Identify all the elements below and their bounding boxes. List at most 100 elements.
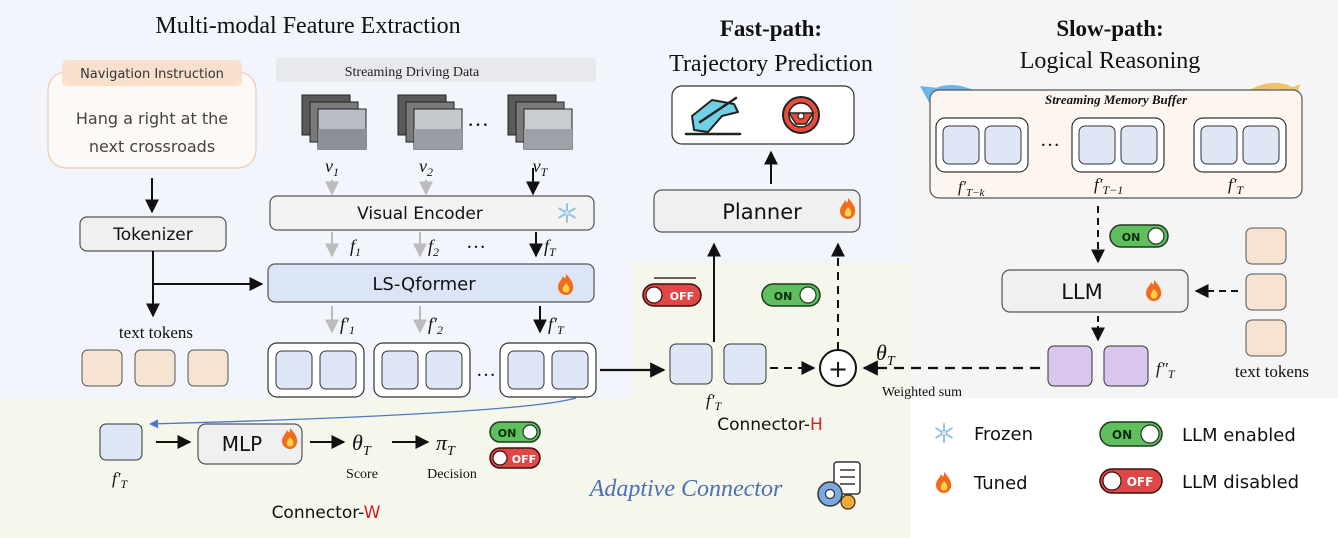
mlp-label: MLP (222, 432, 262, 456)
weighted-sum-node (819, 349, 857, 387)
legend-off-label: OFF (1127, 475, 1154, 489)
frame-label-T: vT (533, 156, 549, 179)
feature-ellipsis-2: … (476, 359, 496, 381)
connector-w-input-label: f′T (112, 469, 128, 491)
frame-stack-T (507, 94, 573, 150)
navigation-text-line2: next crossroads (89, 137, 215, 156)
connector-h-token-2 (723, 343, 767, 385)
steering-wheel-icon (782, 96, 820, 134)
navigation-label: Navigation Instruction (80, 67, 224, 82)
theta-score-symbol: θT (352, 430, 372, 459)
frame-label-2: v2 (419, 156, 433, 179)
memory-ellipsis: … (1040, 129, 1060, 151)
connector-w-off-label: OFF (512, 453, 536, 466)
gear-checklist-icon (817, 461, 861, 510)
streaming-label: Streaming Driving Data (345, 65, 480, 80)
connector-h-off-label: OFF (670, 290, 694, 303)
feature-extraction-title: Multi-modal Feature Extraction (155, 13, 460, 39)
pi-decision-symbol: πT (436, 430, 456, 459)
decision-label: Decision (427, 467, 477, 482)
streaming-label-badge (276, 58, 596, 82)
feature-label-fp2: f′2 (428, 314, 443, 337)
frame-label-1: v1 (325, 156, 339, 179)
llm-label: LLM (1061, 280, 1103, 304)
text-tokens-label-right: text tokens (1235, 362, 1309, 381)
connector-w-off-toggle: OFF (489, 447, 541, 469)
text-token-right-1 (1245, 227, 1287, 265)
feature-label-fpT: f′T (548, 314, 565, 337)
legend-llm-disabled-label: LLM disabled (1182, 472, 1299, 493)
frame-stack-2 (397, 94, 463, 150)
memory-loop-arrowhead-left (920, 86, 938, 104)
feature-label-f2: f2 (428, 236, 439, 259)
llm-output-label: f″T (1156, 359, 1176, 381)
text-token-right-3 (1245, 319, 1287, 357)
slow-path-subtitle: Logical Reasoning (1020, 48, 1201, 74)
legend-on-toggle: ON (1099, 421, 1163, 447)
score-label: Score (346, 467, 378, 482)
connector-w-title: Connector-W (272, 503, 381, 523)
connector-h-token-label: f′T (706, 391, 722, 413)
connector-h-title: Connector-H (717, 415, 823, 435)
feature-label-fT: fT (544, 236, 557, 259)
frame-ellipsis: … (467, 106, 489, 131)
frame-stack-1 (301, 94, 367, 150)
feature-group-T (499, 342, 597, 398)
planner-box (653, 189, 861, 233)
feature-ellipsis-1: … (466, 231, 486, 253)
feature-label-fp1: f′1 (340, 314, 355, 337)
feature-label-f1: f1 (350, 236, 361, 259)
text-tokens-label-left: text tokens (119, 323, 193, 342)
connector-w-on-label: ON (498, 427, 517, 440)
llm-output-token-2 (1103, 345, 1149, 387)
tokenizer-label: Tokenizer (112, 225, 192, 245)
planner-label: Planner (722, 200, 802, 224)
visual-encoder-label: Visual Encoder (357, 204, 483, 224)
memory-group-2 (1071, 117, 1165, 173)
memory-label-T: f′T (1228, 175, 1244, 197)
pedal-icon (684, 96, 742, 136)
memory-label-T-k: f′T−k (958, 179, 985, 199)
connector-h-on-toggle: ON (761, 283, 821, 307)
weighted-sum-label: Weighted sum (882, 385, 962, 400)
feature-group-1 (267, 342, 365, 398)
connector-h-on-label: ON (774, 290, 793, 303)
memory-buffer-label: Streaming Memory Buffer (1045, 92, 1188, 107)
navigation-text-line1: Hang a right at the (76, 109, 228, 128)
llm-output-token-1 (1047, 345, 1093, 387)
memory-label-T-1: f′T−1 (1094, 175, 1123, 197)
slow-path-title: Slow-path: (1056, 16, 1163, 41)
legend-frozen-label: Frozen (974, 424, 1033, 445)
fast-path-subtitle: Trajectory Prediction (669, 51, 873, 77)
feature-group-2 (373, 342, 471, 398)
legend-region (910, 398, 1338, 538)
ls-qformer-box (267, 263, 595, 303)
legend-llm-enabled-label: LLM enabled (1182, 425, 1296, 446)
visual-encoder-box (269, 195, 595, 231)
memory-group-3 (1193, 117, 1287, 173)
slow-path-on-label: ON (1122, 231, 1141, 244)
text-token-left-1 (81, 349, 123, 387)
fast-path-title: Fast-path: (720, 16, 822, 41)
llm-box (1001, 269, 1189, 313)
connector-w-input-token (99, 423, 143, 461)
memory-group-1 (935, 117, 1029, 173)
text-token-left-3 (187, 349, 229, 387)
text-token-left-2 (134, 349, 176, 387)
theta-weight-symbol: θT (876, 340, 896, 369)
connector-h-off-toggle: OFF (642, 277, 702, 307)
adaptive-connector-label: Adaptive Connector (588, 476, 783, 502)
connector-h-token-1 (669, 343, 713, 385)
legend-tuned-label: Tuned (973, 473, 1028, 494)
text-token-right-2 (1245, 273, 1287, 311)
ls-qformer-label: LS-Qformer (372, 274, 476, 295)
weighted-sum-plus: + (828, 355, 848, 383)
legend-on-label: ON (1112, 428, 1132, 442)
connector-h-region (632, 262, 910, 538)
arrow-features-to-connector-w (149, 397, 577, 429)
legend-off-toggle: OFF (1099, 468, 1163, 494)
connector-w-on-toggle: ON (489, 421, 541, 443)
navigation-label-badge (62, 60, 242, 86)
slow-path-on-toggle: ON (1109, 224, 1169, 248)
